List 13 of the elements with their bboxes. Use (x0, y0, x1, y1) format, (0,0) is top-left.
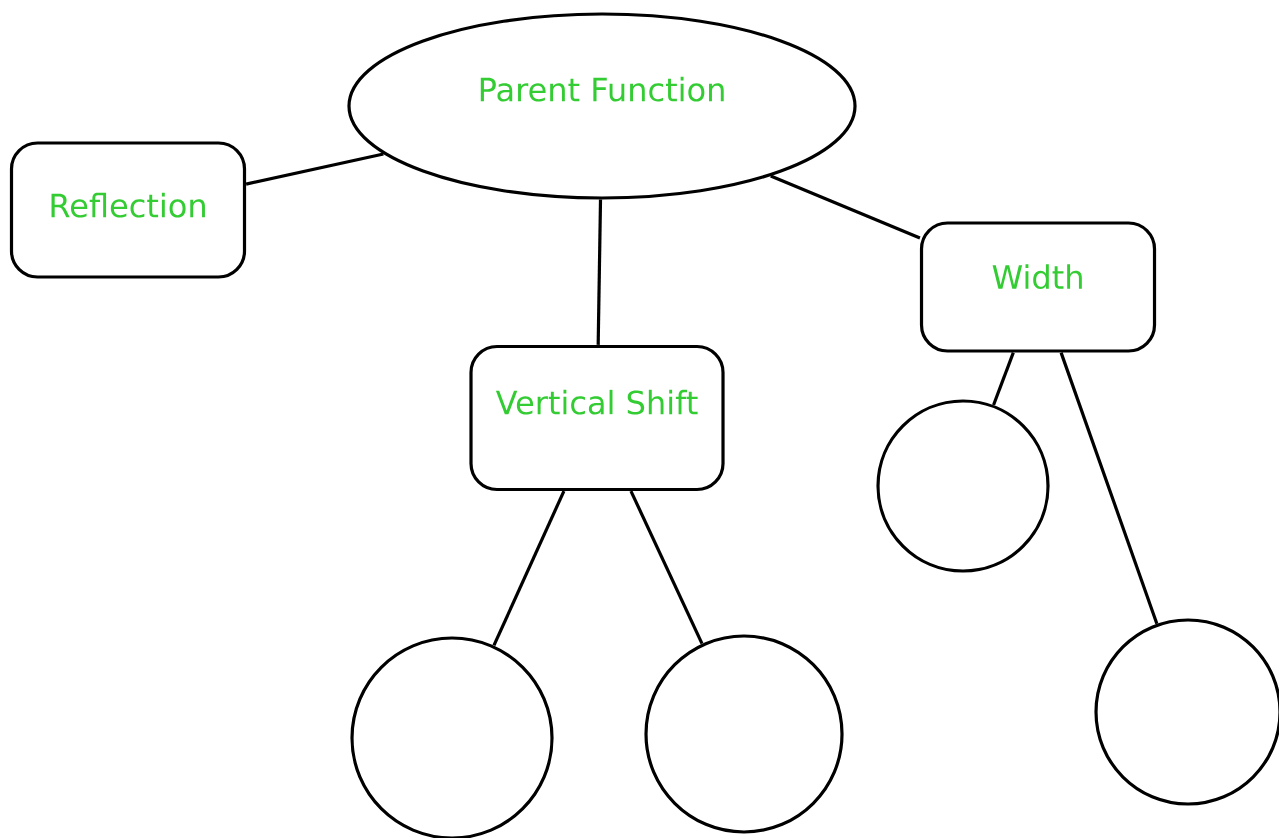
connector-line (492, 490, 566, 647)
ellipse-node: Parent Function (347, 12, 857, 200)
connector-line (596, 199, 603, 345)
circle-node (876, 399, 1050, 573)
connector-line (770, 174, 921, 240)
rounded-box: Width (919, 221, 1157, 353)
connector-line (629, 490, 704, 645)
rounded-box: Reflection (9, 141, 247, 279)
circle-node (644, 634, 844, 834)
rounded-box: Vertical Shift (469, 344, 725, 492)
connector-line (992, 352, 1015, 406)
connector-line (245, 152, 384, 186)
connector-line (1059, 352, 1159, 625)
